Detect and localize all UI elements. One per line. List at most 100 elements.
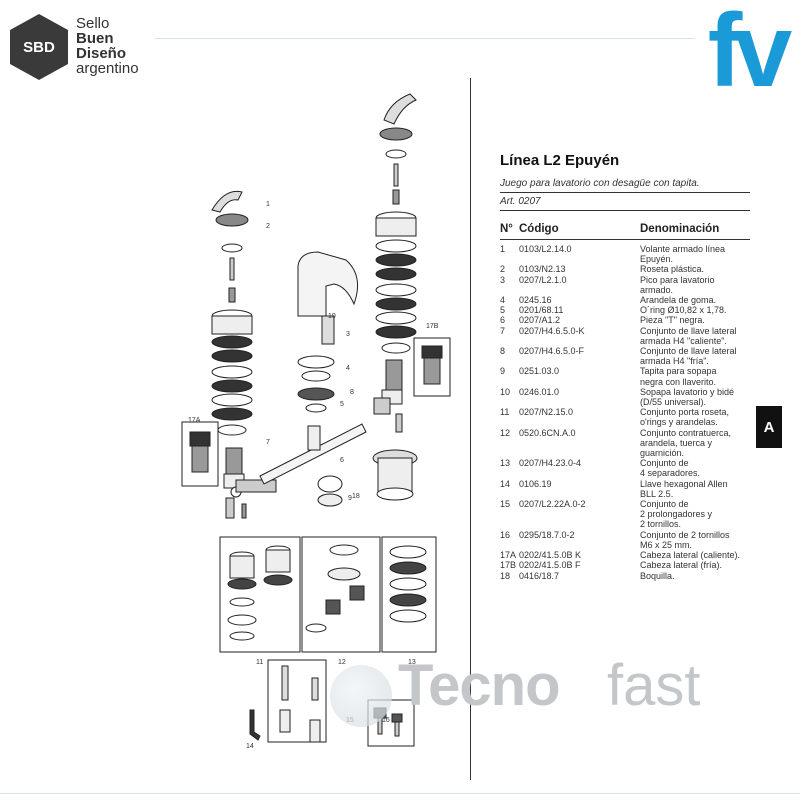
part-number: 13 <box>500 458 511 469</box>
sbd-line-1: Sello <box>76 15 110 32</box>
callout-2: 2 <box>266 223 270 230</box>
part-denomination-line: Cabeza lateral (caliente). <box>640 550 741 561</box>
part-denomination-line: Conjunto contratuerca, <box>640 427 732 438</box>
part-denomination-line: Sopapa lavatorio y bidé <box>640 386 735 397</box>
part-number: 9 <box>500 366 506 377</box>
part-number: 4 <box>500 295 506 306</box>
part-code: 0207/L2.22A.0-2 <box>519 499 586 510</box>
part-denomination-line: armada H4 "fría". <box>640 356 709 367</box>
part-denomination-line: BLL 2.5. <box>640 488 674 499</box>
part-denomination-line: guarnición. <box>640 448 685 459</box>
part-code: 0106.19 <box>519 478 552 489</box>
part-denomination-line: M6 x 25 mm. <box>640 539 693 550</box>
callout-10: 10 <box>328 313 336 320</box>
callout-14: 14 <box>246 743 254 750</box>
column-header-number: N° <box>500 223 513 235</box>
callout-17b: 17B <box>426 323 439 330</box>
callout-4: 4 <box>346 365 350 372</box>
callout-3: 3 <box>346 331 350 338</box>
part-denomination-line: Cabeza lateral (fría). <box>640 560 723 571</box>
part-denomination-line: Volante armado línea <box>640 244 726 254</box>
callout-17a: 17A <box>188 417 201 424</box>
part-number: 8 <box>500 346 506 357</box>
part-denomination: Cabeza lateral (caliente). <box>640 550 758 560</box>
part-code: 0202/41.5.0B K <box>519 550 582 561</box>
callout-16: 16 <box>382 717 390 724</box>
part-denomination-line: Roseta plástica. <box>640 264 705 275</box>
fv-logo-text: fv <box>708 6 793 98</box>
part-code: 0202/41.5.0B F <box>519 560 581 571</box>
part-denomination: Conjunto porta roseta,o'rings y arandela… <box>640 407 758 427</box>
part-code: 0295/18.7.0-2 <box>519 529 575 540</box>
part-denomination: Cabeza lateral (fría). <box>640 560 758 570</box>
part-number: 16 <box>500 529 511 540</box>
part-number: 1 <box>500 244 506 254</box>
callout-9: 9 <box>348 495 352 502</box>
part-denomination-line: Conjunto de <box>640 458 689 469</box>
part-number: 7 <box>500 325 506 336</box>
part-number: 6 <box>500 315 506 326</box>
part-number: 12 <box>500 427 511 438</box>
header-rule <box>155 38 695 39</box>
callout-7: 7 <box>266 439 270 446</box>
part-denomination-line: 2 tornillos. <box>640 519 682 530</box>
watermark-text-fast: fast <box>607 653 701 718</box>
table-row: 11 0207/N2.15.0 Conjunto porta roseta,o'ri… <box>500 407 760 427</box>
part-denomination-line: O´ring Ø10,82 x 1,78. <box>640 305 727 316</box>
part-denomination: Arandela de goma. <box>640 295 758 305</box>
part-denomination-line: Epuyén. <box>640 254 674 265</box>
part-denomination-line: armada H4 "caliente". <box>640 335 727 346</box>
part-code: 0201/68.11 <box>519 305 564 316</box>
part-denomination-line: negra con llaverito. <box>640 376 717 387</box>
watermark-logo-icon <box>330 665 392 727</box>
part-denomination: Roseta plástica. <box>640 264 758 274</box>
part-denomination-line: Arandela de goma. <box>640 295 717 306</box>
part-code: 0207/H4.23.0-4 <box>519 458 582 469</box>
part-denomination: Boquilla. <box>640 571 758 581</box>
part-number: 3 <box>500 274 506 285</box>
part-denomination-line: Conjunto de llave lateral <box>640 325 737 336</box>
part-code: 0246.01.0 <box>519 386 560 397</box>
part-code: 0103/N2.13 <box>519 264 566 275</box>
part-denomination-line: Tapita para sopapa <box>640 366 717 377</box>
sbd-line-2: Buen <box>76 30 114 47</box>
part-code: 0520.6CN.A.0 <box>519 427 576 438</box>
column-header-denomination: Denominación <box>640 223 720 235</box>
table-row: 2 0103/N2.13 Roseta plástica. <box>500 264 760 274</box>
part-denomination: Sopapa lavatorio y bidé(D/55 universal). <box>640 387 758 407</box>
part-number: 15 <box>500 499 511 510</box>
part-number: 11 <box>500 407 510 418</box>
part-denomination: O´ring Ø10,82 x 1,78. <box>640 305 758 315</box>
part-code: 0207/N2.15.0 <box>519 407 574 418</box>
part-denomination-line: (D/55 universal). <box>640 397 707 408</box>
callout-8: 8 <box>350 389 354 396</box>
sbd-line-4: argentino <box>76 60 139 77</box>
sbd-badge-text: SBD <box>23 39 55 56</box>
part-denomination-line: Pieza "T" negra. <box>640 315 705 326</box>
part-denomination-line: 2 prolongadores y <box>640 509 713 520</box>
part-denomination-line: Llave hexagonal Allen <box>640 478 728 489</box>
part-denomination-line: 4 separadores. <box>640 468 701 479</box>
column-header-code: Código <box>519 223 559 235</box>
column-divider <box>470 78 471 780</box>
part-number: 2 <box>500 264 506 275</box>
